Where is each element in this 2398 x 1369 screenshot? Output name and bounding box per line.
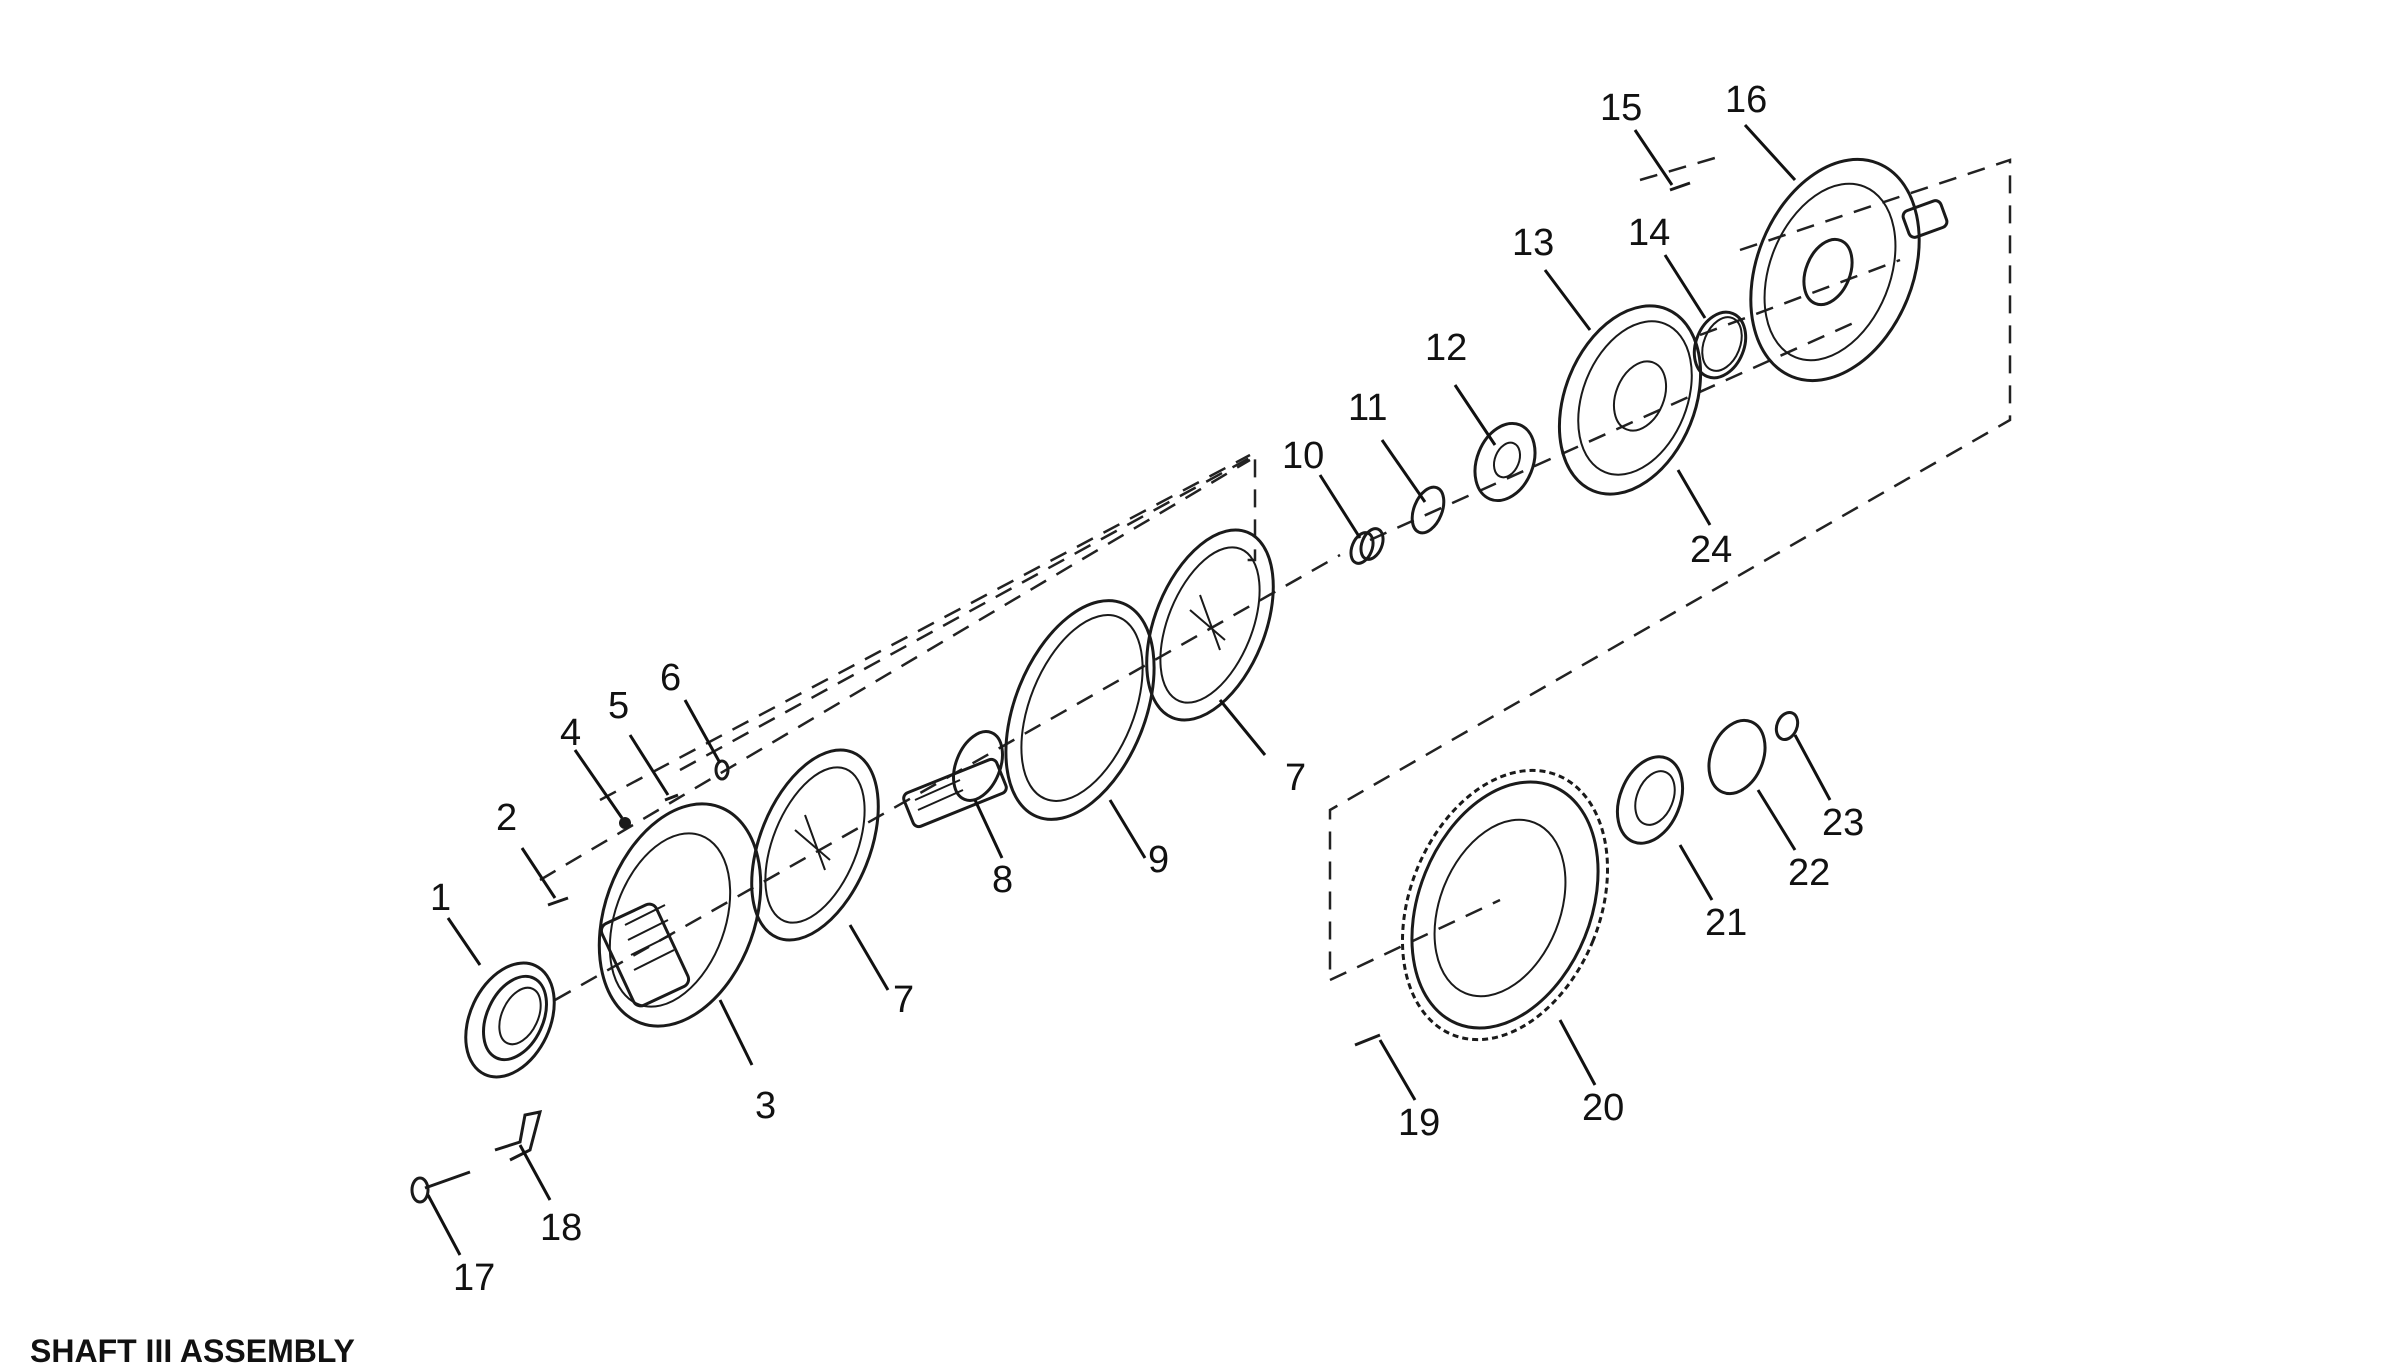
callout-21: 21: [1705, 902, 1747, 944]
part-13-piston: [1557, 304, 1703, 496]
callout-6: 6: [660, 657, 681, 699]
leader-lines: [426, 123, 1832, 1256]
part-9-steel-plate: [1004, 599, 1156, 821]
part-4-ball: [619, 817, 631, 829]
callout-7-front: 7: [893, 979, 914, 1021]
callout-2: 2: [496, 797, 517, 839]
part-22-shim: [1707, 718, 1767, 796]
part-17-bolt: [410, 1170, 471, 1204]
callout-20: 20: [1582, 1087, 1624, 1129]
part-10-bushing: [1349, 527, 1385, 565]
callout-8: 8: [992, 859, 1013, 901]
callout-7-rear: 7: [1285, 757, 1306, 799]
callout-17: 17: [453, 1257, 495, 1299]
part-7-friction-disc-rear: [1145, 528, 1275, 722]
callout-9: 9: [1148, 839, 1169, 881]
part-1-seal: [464, 961, 556, 1079]
callout-4: 4: [560, 712, 581, 754]
callout-labels: 1 2 3 4 5 6 7 7 8 9 10 11 12 13 14 15 16…: [430, 79, 1864, 1299]
callout-24: 24: [1690, 529, 1732, 571]
callout-16: 16: [1725, 79, 1767, 121]
callout-14: 14: [1628, 212, 1670, 254]
callout-13: 13: [1512, 222, 1554, 264]
callout-22: 22: [1788, 852, 1830, 894]
part-2-pin: [547, 896, 569, 907]
diagram-caption: SHAFT III ASSEMBLY: [30, 1333, 355, 1369]
part-6-plug: [714, 759, 730, 781]
callout-3: 3: [755, 1085, 776, 1127]
part-19-pin: [1354, 1033, 1381, 1047]
part-16-clutch-housing: [1749, 157, 1949, 383]
callout-23: 23: [1822, 802, 1864, 844]
callout-19: 19: [1398, 1102, 1440, 1144]
part-21-bearing: [1615, 755, 1685, 845]
part-3-hub: [597, 802, 763, 1028]
part-20-gear: [1400, 768, 1610, 1042]
callout-11: 11: [1348, 387, 1387, 429]
part-7-friction-disc-front: [750, 748, 880, 942]
callout-15: 15: [1600, 87, 1642, 129]
part-14-o-ring: [1692, 310, 1748, 380]
part-23-snap-ring: [1774, 710, 1800, 742]
callout-5: 5: [608, 685, 629, 727]
callout-18: 18: [540, 1207, 582, 1249]
part-15-pin: [1669, 181, 1691, 192]
part-5-spring: [664, 793, 679, 802]
part-12-thrust-washer: [1473, 421, 1537, 503]
callout-10: 10: [1282, 435, 1324, 477]
part-11-snap-ring: [1410, 485, 1446, 535]
part-18-lock-tab: [494, 1110, 543, 1162]
callout-12: 12: [1425, 327, 1467, 369]
part-8-splined-shaft: [902, 730, 1008, 829]
callout-1: 1: [430, 877, 451, 919]
